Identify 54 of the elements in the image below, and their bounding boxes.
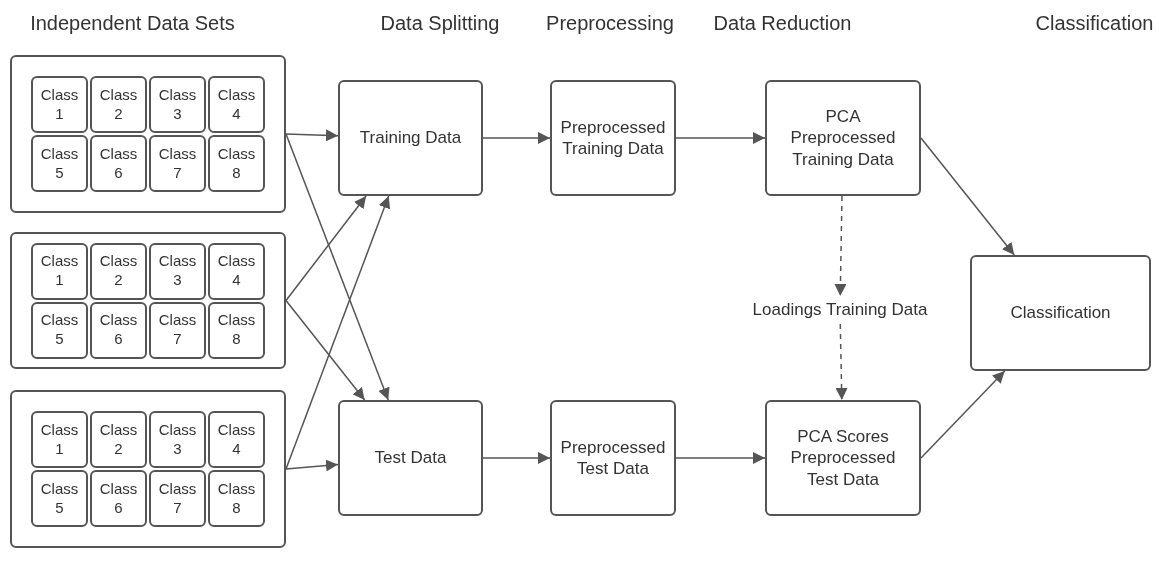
- class-cell: Class 1: [31, 411, 88, 468]
- class-cell: Class 7: [149, 135, 206, 192]
- class-cell: Class 6: [90, 135, 147, 192]
- arrow: [285, 195, 391, 470]
- arrow: [285, 195, 367, 302]
- class-cell: Class 7: [149, 301, 206, 359]
- column-heading: Independent Data Sets: [29, 11, 236, 36]
- class-cell: Class 4: [208, 411, 265, 468]
- class-cell: Class 1: [31, 76, 88, 133]
- class-cell: Class 3: [149, 76, 206, 133]
- process-box: PCA Scores Preprocessed Test Data: [765, 400, 921, 516]
- class-cell: Class 5: [31, 470, 88, 527]
- class-cell: Class 5: [31, 135, 88, 192]
- arrow: [482, 452, 551, 464]
- dataset-box: [10, 55, 286, 213]
- dataset-box: [10, 390, 286, 548]
- column-heading: Classification: [1034, 11, 1155, 36]
- class-cell: Class 3: [149, 242, 206, 300]
- arrow: [834, 195, 847, 297]
- process-box: Classification: [970, 255, 1151, 371]
- arrow: [835, 323, 848, 401]
- class-cell: Class 2: [90, 411, 147, 468]
- arrow: [285, 299, 366, 401]
- column-heading: Preprocessing: [545, 11, 675, 36]
- class-cell: Class 4: [208, 242, 265, 300]
- process-box: Preprocessed Test Data: [550, 400, 676, 516]
- class-cell: Class 6: [90, 470, 147, 527]
- process-box: Test Data: [338, 400, 483, 516]
- column-heading: Data Reduction: [712, 11, 853, 36]
- class-cell: Class 4: [208, 76, 265, 133]
- arrow: [285, 133, 390, 401]
- class-cell: Class 5: [31, 301, 88, 359]
- class-cell: Class 6: [90, 301, 147, 359]
- class-cell: Class 7: [149, 470, 206, 527]
- dataset-box: [10, 232, 286, 369]
- process-box: PCA Preprocessed Training Data: [765, 80, 921, 196]
- process-box: Preprocessed Training Data: [550, 80, 676, 196]
- arrow: [675, 452, 766, 464]
- column-heading: Data Splitting: [379, 11, 501, 36]
- class-cell: Class 2: [90, 242, 147, 300]
- process-box: Training Data: [338, 80, 483, 196]
- arrow: [675, 132, 766, 144]
- class-cell: Class 8: [208, 470, 265, 527]
- class-cell: Class 8: [208, 301, 265, 359]
- arrow: [920, 370, 1006, 459]
- class-cell: Class 8: [208, 135, 265, 192]
- arrow: [285, 459, 339, 472]
- arrow: [920, 137, 1015, 256]
- arrow: [285, 129, 339, 142]
- class-cell: Class 1: [31, 242, 88, 300]
- edge-label-text: Loadings Training Data: [715, 296, 965, 324]
- arrow: [482, 132, 551, 144]
- class-cell: Class 2: [90, 76, 147, 133]
- class-cell: Class 3: [149, 411, 206, 468]
